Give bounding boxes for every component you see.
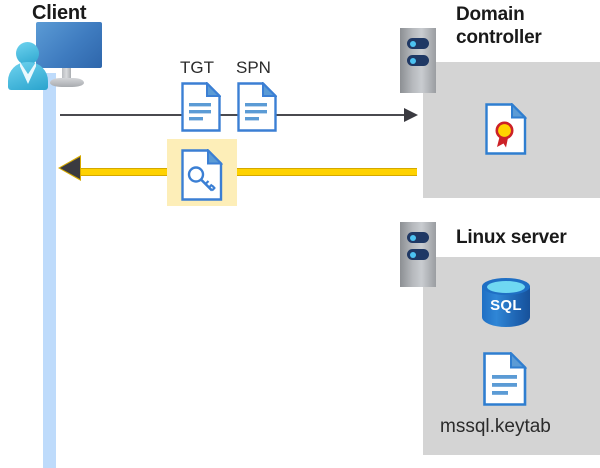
spn-document-icon <box>237 82 277 132</box>
person-head-icon <box>16 42 39 65</box>
rack-bay-icon <box>407 38 429 49</box>
rack-led-icon <box>410 40 416 47</box>
client-title: Client <box>32 2 87 24</box>
rack-bay-icon <box>407 249 429 260</box>
key-document-icon <box>181 149 223 201</box>
keytab-filename-label: mssql.keytab <box>440 416 551 437</box>
request-arrow-line <box>60 114 412 116</box>
domain-controller-title: Domain controller <box>456 4 542 48</box>
response-arrow-segment-left <box>78 168 168 176</box>
certificate-document-icon <box>485 103 527 155</box>
domain-controller-rack-icon <box>400 28 436 93</box>
rack-led-icon <box>410 57 416 64</box>
monitor-base-icon <box>50 78 84 87</box>
rack-bay-icon <box>407 232 429 243</box>
monitor-neck-icon <box>62 68 71 80</box>
client-workstation-icon <box>8 22 104 90</box>
tgt-document-icon <box>181 82 221 132</box>
keytab-document-icon <box>483 352 527 406</box>
sql-cylinder-top-inner <box>487 281 525 293</box>
rack-bay-icon <box>407 55 429 66</box>
rack-led-icon <box>410 251 416 258</box>
sql-label: SQL <box>490 297 522 314</box>
request-arrow-head <box>404 108 418 122</box>
spn-label: SPN <box>236 58 271 77</box>
client-lifeline <box>43 73 56 468</box>
rack-led-icon <box>410 234 416 241</box>
linux-server-title: Linux server <box>456 227 567 248</box>
response-arrow-head <box>60 157 80 179</box>
tgt-label: TGT <box>180 58 214 77</box>
linux-server-rack-icon <box>400 222 436 287</box>
monitor-screen-icon <box>36 22 102 68</box>
response-arrow-segment-right <box>237 168 417 176</box>
sql-database-icon: SQL <box>482 278 530 334</box>
